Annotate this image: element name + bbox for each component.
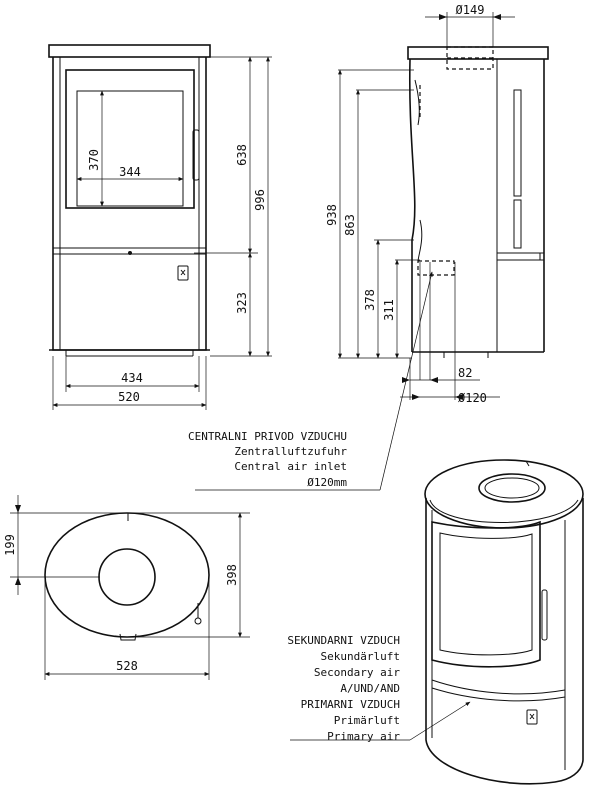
air-label-line-2: Sekundärluft (321, 650, 400, 663)
logo-icon (177, 265, 189, 281)
dim-width: 528 (116, 659, 138, 673)
dim-flue-offset: 199 (3, 534, 17, 556)
label-line-4: Ø120mm (307, 476, 347, 489)
air-label-line-5: PRIMARNI VZDUCH (301, 698, 400, 711)
label-line-2: Zentralluftzufuhr (234, 445, 347, 458)
dim-height-311: 311 (382, 299, 396, 321)
door-handle-icon (192, 129, 200, 181)
air-label-line-4: A/UND/AND (340, 682, 400, 695)
dim-total-height: 996 (253, 189, 267, 211)
perspective-view (290, 459, 584, 785)
dim-flue-diameter: Ø149 (456, 3, 485, 17)
label-line-1: CENTRALNI PRIVOD VZDUCHU (188, 430, 347, 443)
air-label-line-3: Secondary air (314, 666, 400, 679)
dim-base-height: 323 (235, 292, 249, 314)
door-handle-icon (541, 589, 548, 641)
diameter-symbol-icon: Ø (307, 476, 314, 489)
dim-height-938: 938 (325, 204, 339, 226)
dim-height-863: 863 (343, 214, 357, 236)
logo-icon (526, 709, 538, 725)
diameter-symbol-icon: Ø (458, 391, 466, 405)
dim-inlet-offset: 82 (458, 366, 472, 380)
label-line-3: Central air inlet (234, 460, 347, 473)
diameter-symbol-icon: Ø (456, 3, 464, 17)
air-label: SEKUNDARNI VZDUCH Sekundärluft Secondary… (287, 634, 400, 743)
dim-total-width: 520 (118, 390, 140, 404)
side-view: Ø149 938 863 378 311 82 (195, 3, 549, 491)
dim-window-width: 344 (119, 165, 141, 179)
front-view: 370 344 638 996 323 434 520 (48, 44, 272, 410)
air-label-line-7: Primary air (327, 730, 400, 743)
door-handle-icon (194, 617, 202, 625)
air-label-line-6: Primärluft (334, 714, 400, 727)
dim-body-width: 434 (121, 371, 143, 385)
dim-height-378: 378 (363, 289, 377, 311)
dim-window-height: 370 (87, 149, 101, 171)
air-inlet-label: CENTRALNI PRIVOD VZDUCHU Zentralluftzufu… (188, 430, 347, 489)
air-label-line-1: SEKUNDARNI VZDUCH (287, 634, 400, 647)
dim-depth: 398 (225, 564, 239, 586)
dim-inlet-diameter: Ø120 (458, 391, 487, 405)
dim-door-height: 638 (235, 144, 249, 166)
top-view: 199 398 528 (3, 495, 250, 680)
